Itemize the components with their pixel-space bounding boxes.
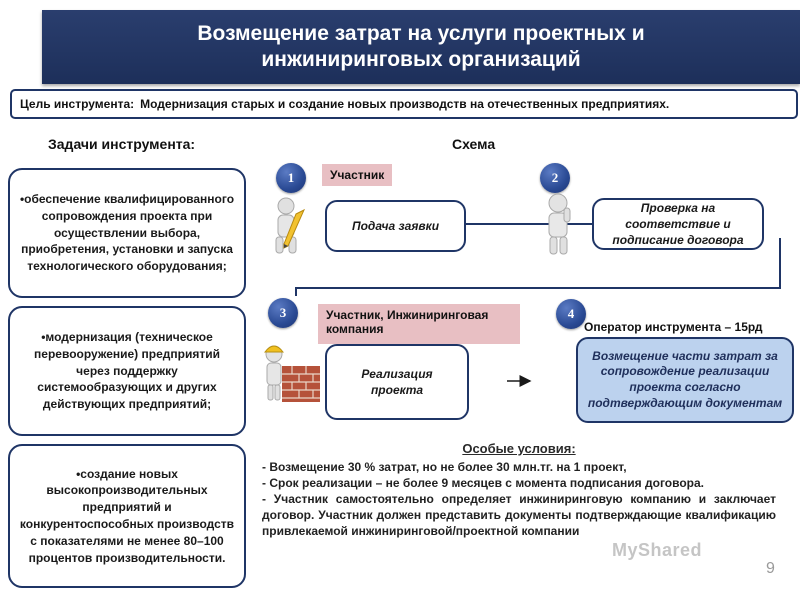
condition-item-1: - Возмещение 30 % затрат, но не более 30…: [262, 459, 627, 474]
step-4-box: Возмещение части затрат за сопровождение…: [576, 337, 794, 423]
tasks-heading: Задачи инструмента:: [48, 136, 196, 152]
step-1-number: 1: [276, 163, 306, 193]
page-number: 9: [766, 560, 775, 577]
goal-box: Цель инструмента: Модернизация старых и …: [10, 89, 798, 119]
step-3-number: 3: [268, 298, 298, 328]
step-3-role: Участник, Инжиниринговая компания: [318, 304, 520, 344]
condition-item-3: - Участник самостоятельно определяет инж…: [262, 491, 776, 539]
person-thinking-icon: [548, 193, 571, 255]
goal-text: Модернизация старых и создание новых про…: [140, 97, 670, 111]
goal-label: Цель инструмента:: [20, 97, 135, 111]
step-4-role: Оператор инструмента – 15рд: [584, 320, 763, 334]
step-2-box: Проверка на соответствие и подписание до…: [592, 198, 764, 250]
task-box-3: •создание новых высокопроизводительных п…: [8, 444, 246, 588]
task-box-1: •обеспечение квалифицированного сопровож…: [8, 168, 246, 298]
task-text-2: •модернизация (техническое перевооружени…: [34, 330, 220, 412]
slide-title-text: Возмещение затрат на услуги проектных и …: [197, 21, 645, 71]
task-text-3: •создание новых высокопроизводительных п…: [19, 466, 235, 565]
step-2-action: Проверка на соответствие и подписание до…: [612, 200, 744, 248]
step-1-role: Участник: [322, 164, 393, 186]
step-1-action: Подача заявки: [351, 218, 440, 233]
watermark-logo: MyShared: [612, 540, 703, 560]
person-pencil-icon: [275, 197, 306, 254]
step-4-action: Возмещение части затрат за сопровождение…: [587, 348, 783, 410]
task-text-1: •обеспечение квалифицированного сопровож…: [19, 192, 235, 274]
conditions-title: Особые условия:: [462, 441, 576, 456]
slide-title: Возмещение затрат на услуги проектных и …: [42, 10, 800, 84]
step-3-action: Реализация проекта: [361, 366, 433, 397]
connector-2-3: [295, 238, 781, 296]
step-4-number: 4: [556, 299, 586, 329]
condition-item-2: - Срок реализации – не более 9 месяцев с…: [262, 475, 705, 490]
step-3-box: Реализация проекта: [325, 344, 469, 420]
step-2-number: 2: [540, 163, 570, 193]
scheme-heading: Схема: [452, 136, 496, 152]
step-1-box: Подача заявки: [325, 200, 466, 252]
builder-bricks-icon: [263, 345, 320, 402]
task-box-2: •модернизация (техническое перевооружени…: [8, 306, 246, 436]
special-conditions: Особые условия: - Возмещение 30 % затрат…: [262, 440, 776, 539]
